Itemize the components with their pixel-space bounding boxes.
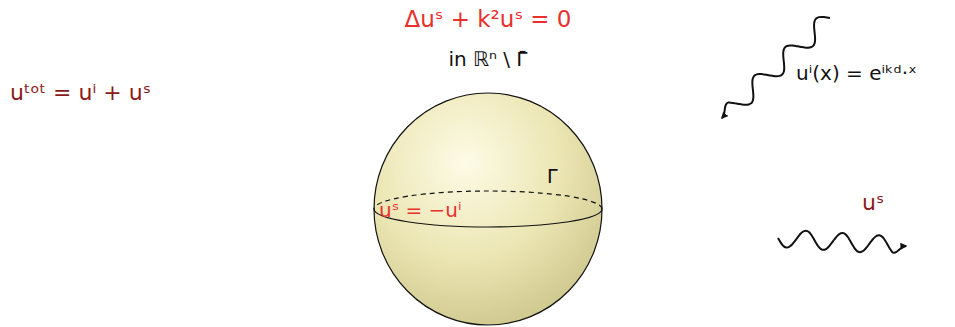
scattered-field: uˢ xyxy=(862,190,884,215)
label-holder: Δuˢ + k²uˢ = 0 xyxy=(404,6,571,32)
boundary-label: Γ xyxy=(547,165,558,187)
incident-field: uⁱ(x) = eⁱᵏᵈ·ˣ xyxy=(796,61,917,85)
text-holder: Γ xyxy=(547,166,558,188)
label-holder: uᵗᵒᵗ = uⁱ + uˢ xyxy=(10,80,151,105)
total-field: uᵗᵒᵗ = uⁱ + uˢ xyxy=(10,80,151,105)
helmholtz-equation: Δuˢ + k²uˢ = 0 xyxy=(404,6,571,32)
label-holder: uˢ xyxy=(862,190,884,215)
label-holder: uⁱ(x) = eⁱᵏᵈ·ˣ xyxy=(796,62,917,85)
wave-arrow xyxy=(778,231,906,253)
boundary-condition: uˢ = −uⁱ xyxy=(379,198,462,222)
domain-label: in ℝⁿ \ Γ̄ xyxy=(449,47,528,71)
obstacle-sphere: uˢ = −uⁱ Γ xyxy=(373,92,603,326)
text-holder: uˢ = −uⁱ xyxy=(379,199,462,222)
label-holder: in ℝⁿ \ Γ̄ xyxy=(449,48,528,71)
